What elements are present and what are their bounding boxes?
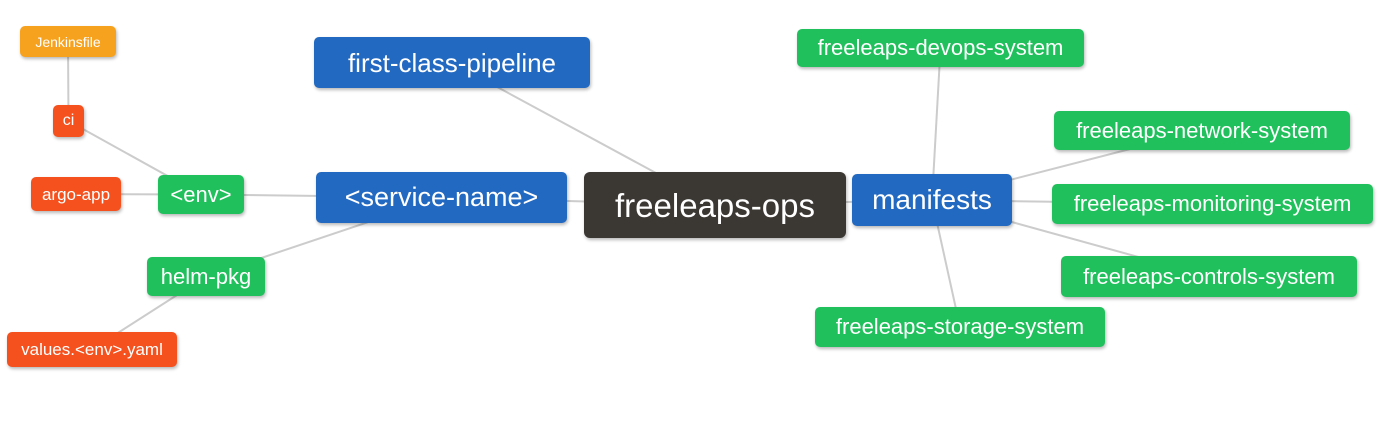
node-first-class-pipeline[interactable]: first-class-pipeline — [314, 37, 590, 88]
node-env[interactable]: <env> — [158, 175, 244, 214]
node-argo-app[interactable]: argo-app — [31, 177, 121, 211]
node-values-env-yaml[interactable]: values.<env>.yaml — [7, 332, 177, 367]
node-ci[interactable]: ci — [53, 105, 84, 137]
node-manifests[interactable]: manifests — [852, 174, 1012, 226]
node-helm-pkg[interactable]: helm-pkg — [147, 257, 265, 296]
node-freeleaps-ops[interactable]: freeleaps-ops — [584, 172, 846, 238]
node-jenkinsfile[interactable]: Jenkinsfile — [20, 26, 116, 57]
node-freeleaps-storage-system[interactable]: freeleaps-storage-system — [815, 307, 1105, 347]
node-service-name[interactable]: <service-name> — [316, 172, 567, 223]
node-freeleaps-network-system[interactable]: freeleaps-network-system — [1054, 111, 1350, 150]
node-freeleaps-controls-system[interactable]: freeleaps-controls-system — [1061, 256, 1357, 297]
node-freeleaps-devops-system[interactable]: freeleaps-devops-system — [797, 29, 1084, 67]
node-freeleaps-monitoring-system[interactable]: freeleaps-monitoring-system — [1052, 184, 1373, 224]
